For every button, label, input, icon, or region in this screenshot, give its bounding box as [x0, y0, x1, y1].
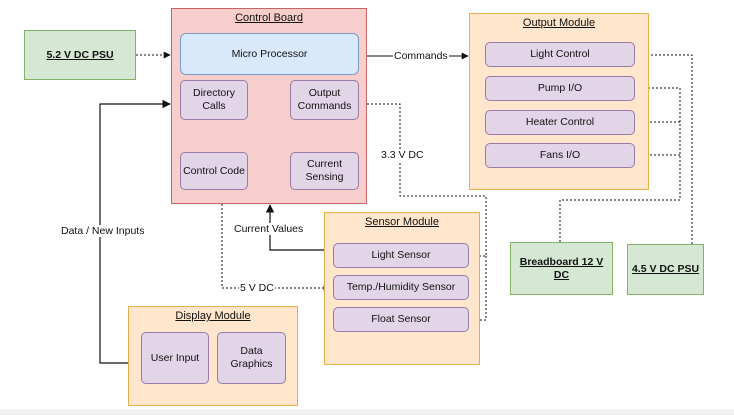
- control-board-title: Control Board: [235, 12, 303, 24]
- 5v-line: [221, 204, 331, 292]
- v5-label: 5 V DC: [239, 282, 275, 294]
- psu-45-box: 4.5 V DC PSU: [627, 244, 704, 295]
- current-values-line: [265, 204, 332, 251]
- light-control-label: Light Control: [530, 48, 590, 61]
- temp-humidity-sensor: Temp./Humidity Sensor: [333, 275, 469, 300]
- data-graphics: Data Graphics: [217, 332, 286, 384]
- output-commands-label: Output Commands: [297, 87, 352, 112]
- current-sensing: Current Sensing: [290, 152, 359, 190]
- temp-humidity-sensor-label: Temp./Humidity Sensor: [346, 281, 456, 294]
- current-values-label: Current Values: [233, 223, 305, 235]
- sensor-module-title: Sensor Module: [365, 216, 439, 228]
- data-new-inputs-label: Data / New Inputs: [60, 225, 146, 237]
- psu-52-box: 5.2 V DC PSU: [24, 30, 136, 80]
- control-code-label: Control Code: [183, 164, 245, 177]
- micro-processor-label: Micro Processor: [231, 47, 308, 60]
- pump-io-label: Pump I/O: [537, 82, 583, 95]
- user-input: User Input: [141, 332, 209, 384]
- breadboard-line: [559, 84, 681, 242]
- directory-calls-label: Directory Calls: [192, 87, 235, 112]
- output-commands: Output Commands: [290, 80, 359, 120]
- psu45-line: [635, 51, 693, 244]
- bottom-edge: [0, 409, 734, 415]
- psu-52-label: 5.2 V DC PSU: [46, 48, 114, 61]
- heater-control: Heater Control: [485, 110, 635, 135]
- commands-label: Commands: [393, 50, 449, 62]
- current-sensing-label: Current Sensing: [305, 158, 344, 183]
- output-module-title: Output Module: [522, 17, 596, 29]
- user-input-label: User Input: [150, 351, 200, 364]
- 3v3-line: [359, 103, 487, 260]
- float-sensor: Float Sensor: [333, 307, 469, 332]
- micro-processor: Micro Processor: [180, 33, 359, 75]
- v33-label: 3.3 V DC: [380, 149, 425, 161]
- pump-io: Pump I/O: [485, 76, 635, 101]
- float-sensor-label: Float Sensor: [371, 313, 431, 326]
- fans-io-label: Fans I/O: [539, 149, 581, 162]
- light-control: Light Control: [485, 42, 635, 67]
- light-sensor-label: Light Sensor: [371, 249, 431, 262]
- psu-45-label: 4.5 V DC PSU: [631, 263, 700, 276]
- breadboard-12v-box: Breadboard 12 V DC: [510, 242, 613, 295]
- light-sensor: Light Sensor: [333, 243, 469, 268]
- directory-calls: Directory Calls: [180, 80, 248, 120]
- heater-control-label: Heater Control: [525, 116, 595, 129]
- display-module-title: Display Module: [175, 310, 251, 322]
- control-code: Control Code: [180, 152, 248, 190]
- data-graphics-label: Data Graphics: [230, 345, 273, 370]
- fans-io: Fans I/O: [485, 143, 635, 168]
- breadboard-12v-label: Breadboard 12 V DC: [519, 255, 604, 281]
